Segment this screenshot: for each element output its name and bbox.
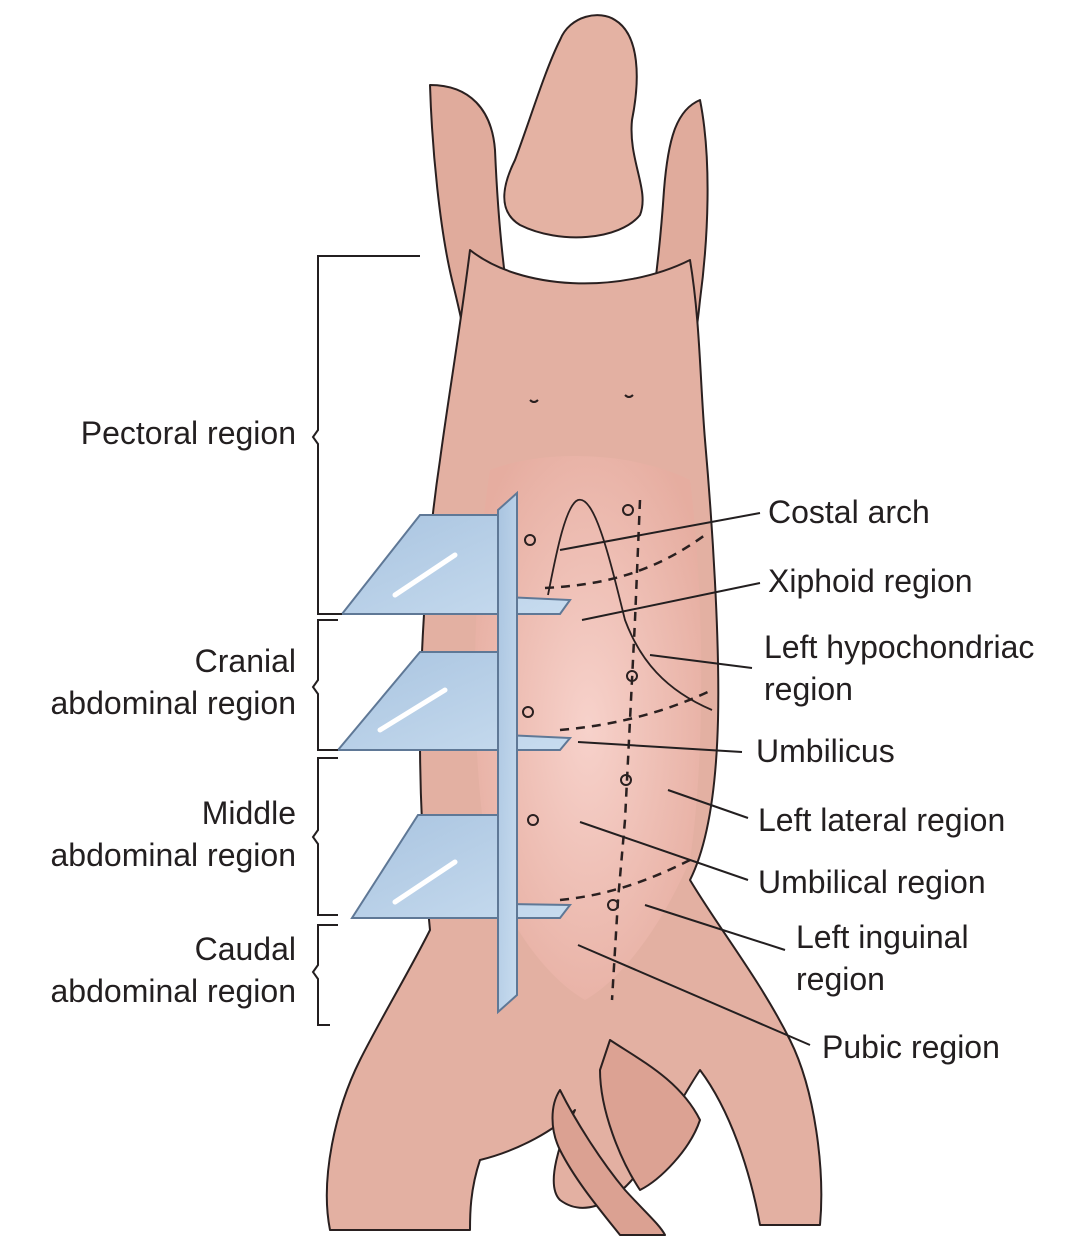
head: [504, 15, 642, 237]
label-umbilicus-text: Umbilicus: [756, 730, 895, 772]
label-umbilical-text: Umbilical region: [758, 861, 986, 903]
label-umbilical-region: Umbilical region: [758, 861, 986, 903]
label-costal-arch: Costal arch: [768, 491, 930, 533]
label-cranial-line2: abdominal region: [51, 682, 297, 724]
label-costal-arch-text: Costal arch: [768, 491, 930, 533]
bracket-cranial: [313, 620, 338, 750]
bracket-caudal: [313, 925, 338, 1025]
label-cranial-line1: Cranial: [51, 640, 297, 682]
label-caudal-abdominal-region: Caudal abdominal region: [51, 928, 297, 1012]
label-caudal-line1: Caudal: [51, 928, 297, 970]
label-pectoral-text: Pectoral region: [81, 412, 296, 454]
label-left-lateral-text: Left lateral region: [758, 799, 1005, 841]
label-middle-line2: abdominal region: [51, 834, 297, 876]
label-caudal-line2: abdominal region: [51, 970, 297, 1012]
bracket-middle: [313, 758, 338, 915]
label-xiphoid-region: Xiphoid region: [768, 560, 973, 602]
label-middle-line1: Middle: [51, 792, 297, 834]
dog-body: [327, 15, 821, 1235]
label-left-lateral-region: Left lateral region: [758, 799, 1005, 841]
label-pubic-text: Pubic region: [822, 1026, 1000, 1068]
label-left-inguinal-line1: Left inguinal: [796, 916, 969, 958]
label-left-hypochondriac-line2: region: [764, 668, 1034, 710]
label-pectoral-region: Pectoral region: [81, 412, 296, 454]
label-left-hypochondriac-line1: Left hypochondriac: [764, 626, 1034, 668]
label-xiphoid-text: Xiphoid region: [768, 560, 973, 602]
label-middle-abdominal-region: Middle abdominal region: [51, 792, 297, 876]
label-umbilicus: Umbilicus: [756, 730, 895, 772]
label-left-inguinal-region: Left inguinal region: [796, 916, 969, 1000]
label-left-inguinal-line2: region: [796, 958, 969, 1000]
label-pubic-region: Pubic region: [822, 1026, 1000, 1068]
label-left-hypochondriac-region: Left hypochondriac region: [764, 626, 1034, 710]
sagittal-plane: [498, 493, 517, 1012]
label-cranial-abdominal-region: Cranial abdominal region: [51, 640, 297, 724]
